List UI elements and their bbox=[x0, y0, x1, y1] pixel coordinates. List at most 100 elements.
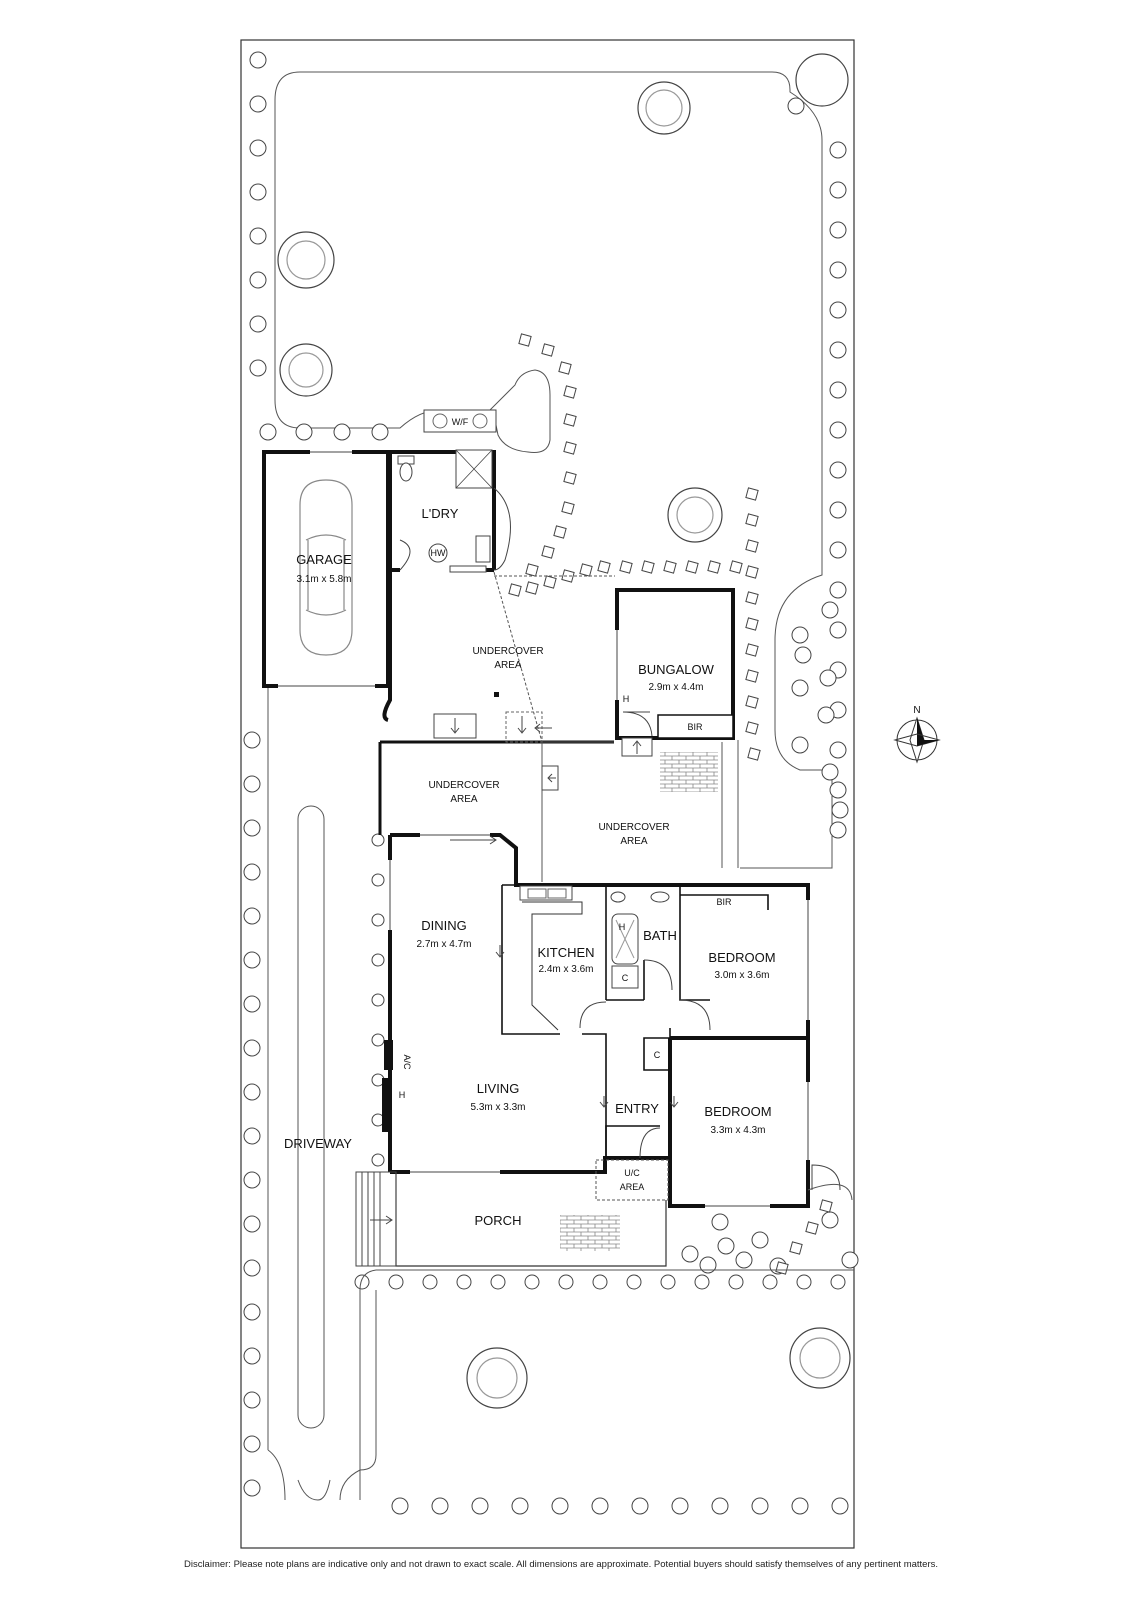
shrub bbox=[791, 736, 809, 754]
trough-icon bbox=[475, 535, 491, 563]
kitchen-size: 2.4m x 3.6m bbox=[538, 964, 593, 975]
stepping-stone bbox=[561, 569, 575, 583]
shrub bbox=[371, 993, 385, 1007]
living-ac: A/C bbox=[402, 1054, 412, 1070]
shrub bbox=[371, 913, 385, 927]
bedroom-1-size: 3.0m x 3.6m bbox=[714, 970, 769, 981]
paving-icon bbox=[660, 752, 718, 792]
stepping-stone bbox=[525, 563, 539, 577]
dining-label: DINING bbox=[421, 918, 467, 933]
interior-walls bbox=[501, 884, 769, 1172]
shrub bbox=[249, 359, 267, 377]
shrub bbox=[354, 1274, 370, 1290]
bedroom-2-label: BEDROOM bbox=[704, 1104, 771, 1119]
shrub bbox=[243, 819, 261, 837]
shrub bbox=[243, 775, 261, 793]
shrub bbox=[660, 1274, 676, 1290]
stepping-stone bbox=[745, 617, 759, 631]
stepping-stone bbox=[579, 563, 593, 577]
bedroom-2-size: 3.3m x 4.3m bbox=[710, 1125, 765, 1136]
driveway-label: DRIVEWAY bbox=[284, 1136, 352, 1151]
shrub bbox=[791, 1497, 809, 1515]
entry-label: ENTRY bbox=[615, 1101, 659, 1116]
undercover-area-1 bbox=[493, 571, 615, 743]
shrub bbox=[333, 423, 351, 441]
stepping-stone bbox=[745, 695, 759, 709]
garage bbox=[262, 450, 390, 688]
stepping-stone bbox=[541, 343, 555, 357]
laundry bbox=[382, 450, 496, 722]
front-garden-edge bbox=[359, 1269, 854, 1500]
stepping-stone bbox=[553, 525, 567, 539]
shrub bbox=[371, 873, 385, 887]
shrub bbox=[456, 1274, 472, 1290]
water-fountain-label: W/F bbox=[452, 417, 469, 427]
shrub bbox=[751, 1231, 769, 1249]
living-size: 5.3m x 3.3m bbox=[470, 1102, 525, 1113]
garage-size: 3.1m x 5.8m bbox=[296, 574, 351, 585]
stepping-stone bbox=[729, 560, 743, 574]
shrub bbox=[829, 461, 847, 479]
shrub bbox=[829, 181, 847, 199]
shrub bbox=[243, 863, 261, 881]
stepping-stone bbox=[543, 575, 557, 589]
shrub bbox=[249, 227, 267, 245]
shrub bbox=[243, 1215, 261, 1233]
shrub bbox=[711, 1213, 729, 1231]
bungalow-label: BUNGALOW bbox=[638, 662, 715, 677]
shrub bbox=[243, 1347, 261, 1365]
shrub bbox=[249, 95, 267, 113]
shrub bbox=[249, 315, 267, 333]
rear-lawn-edge bbox=[274, 71, 551, 453]
shrub bbox=[821, 601, 839, 619]
shrub bbox=[243, 951, 261, 969]
shrubs-other bbox=[354, 63, 859, 1515]
undercover-1-line2: AREA bbox=[494, 660, 522, 671]
undercover-3-line2: AREA bbox=[620, 836, 648, 847]
stepping-stones bbox=[508, 333, 833, 1275]
stepping-stone bbox=[561, 501, 575, 515]
shrub bbox=[829, 141, 847, 159]
fireplace bbox=[382, 1078, 392, 1132]
stepping-stone bbox=[541, 545, 555, 559]
laundry-label: L'DRY bbox=[422, 506, 459, 521]
ac-unit bbox=[384, 1040, 393, 1070]
shrub bbox=[631, 1497, 649, 1515]
shrub bbox=[829, 621, 847, 639]
shrub bbox=[829, 781, 847, 799]
shrub bbox=[829, 821, 847, 839]
toilet-icon-2 bbox=[610, 891, 626, 903]
shrub bbox=[511, 1497, 529, 1515]
shrub bbox=[821, 763, 839, 781]
shrub bbox=[699, 1256, 717, 1274]
undercover-area-3 bbox=[541, 740, 739, 882]
undercover-1-line1: UNDERCOVER bbox=[472, 646, 543, 657]
shrub bbox=[243, 1171, 261, 1189]
shrub bbox=[243, 1259, 261, 1277]
stepping-stone bbox=[819, 1199, 833, 1213]
undercover-2-line2: AREA bbox=[450, 794, 478, 805]
stepping-stone bbox=[747, 747, 761, 761]
rear-garden-edge bbox=[300, 71, 833, 869]
bungalow-heater: H bbox=[623, 694, 630, 704]
car-icon bbox=[299, 479, 353, 656]
shrub bbox=[796, 1274, 812, 1290]
shrub bbox=[551, 1497, 569, 1515]
stepping-stone bbox=[518, 333, 532, 347]
stepping-stone bbox=[525, 581, 539, 595]
shrub bbox=[243, 995, 261, 1013]
shrub bbox=[591, 1497, 609, 1515]
bedroom-1-bir: BIR bbox=[716, 897, 732, 907]
shrub bbox=[794, 646, 812, 664]
stepping-stone bbox=[745, 565, 759, 579]
porch-steps bbox=[355, 1171, 397, 1267]
porch-label: PORCH bbox=[475, 1213, 522, 1228]
shrub bbox=[791, 626, 809, 644]
shrub bbox=[243, 1039, 261, 1057]
shrub bbox=[830, 1274, 846, 1290]
shrub bbox=[829, 261, 847, 279]
shrub bbox=[249, 271, 267, 289]
shrub bbox=[681, 1245, 699, 1263]
hot-water-label: HW bbox=[431, 548, 446, 558]
